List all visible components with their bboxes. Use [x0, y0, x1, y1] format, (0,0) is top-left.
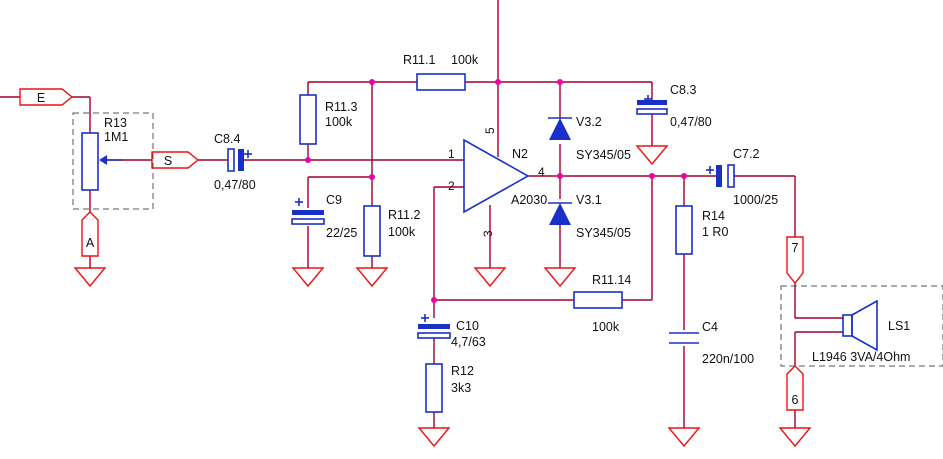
n2-pin4: 4	[538, 165, 545, 179]
c9-ref: C9	[326, 193, 342, 207]
r112-value: 100k	[388, 225, 416, 239]
r14-value: 1 R0	[702, 225, 728, 239]
junctions	[305, 79, 687, 303]
c72-value: 1000/25	[733, 193, 778, 207]
r113-value: 100k	[325, 115, 353, 129]
resistor-r12: R12 3k3	[425, 363, 474, 413]
potentiometer-r13: R13 1M1	[72, 112, 154, 210]
connector-e-label: E	[37, 91, 45, 105]
c9-value: 22/25	[326, 226, 357, 240]
resistor-r1114: R11.14 100k	[573, 273, 631, 334]
resistor-r111: R11.1 100k	[403, 53, 479, 91]
c84-ref: C8.4	[214, 132, 240, 146]
r14-ref: R14	[702, 209, 725, 223]
n2-pin5: 5	[483, 127, 497, 134]
n2-value: A2030	[511, 193, 547, 207]
c72-ref: C7.2	[733, 147, 759, 161]
speaker-ls1: LS1 L1946 3VA/4Ohm	[780, 285, 943, 367]
connector-e: E	[19, 88, 74, 106]
diode-v31: V3.1 SY345/05	[548, 193, 631, 240]
capacitor-c83: C8.3 0,47/80	[636, 83, 712, 129]
v31-value: SY345/05	[576, 226, 631, 240]
connector-s: S	[151, 151, 200, 169]
c4-value: 220n/100	[702, 352, 754, 366]
diode-v32: V3.2 SY345/05	[548, 115, 631, 162]
connector-7: 7	[786, 236, 804, 285]
c10-value: 4,7/63	[451, 335, 486, 349]
r111-value: 100k	[451, 53, 479, 67]
r12-value: 3k3	[451, 381, 471, 395]
connector-s-label: S	[164, 154, 172, 168]
resistor-r14: R14 1 R0	[675, 205, 728, 255]
n2-pin3: 3	[481, 230, 495, 237]
r1114-ref: R11.14	[592, 273, 631, 287]
ground-symbols	[73, 145, 812, 448]
connector-6: 6	[786, 365, 804, 411]
v32-value: SY345/05	[576, 148, 631, 162]
ls1-value: L1946 3VA/4Ohm	[812, 350, 910, 364]
r112-ref: R11.2	[388, 208, 420, 222]
r113-ref: R11.3	[325, 100, 357, 114]
capacitor-c10: C10 4,7/63	[417, 314, 486, 349]
connector-a-label: A	[86, 236, 95, 250]
capacitor-c9: C9 22/25	[291, 193, 357, 240]
r111-ref: R11.1	[403, 53, 435, 67]
v32-ref: V3.2	[576, 115, 602, 129]
r13-value: 1M1	[104, 130, 128, 144]
capacitor-c72: C7.2 1000/25	[706, 147, 778, 207]
opamp-n2: 1 2 3 4 5 N2 A2030	[448, 127, 547, 237]
c10-ref: C10	[456, 319, 479, 333]
v31-ref: V3.1	[576, 193, 602, 207]
capacitor-c84: C8.4 0,47/80	[214, 132, 256, 192]
n2-pin2: 2	[448, 179, 455, 193]
capacitor-c4: C4 220n/100	[669, 320, 754, 366]
r12-ref: R12	[451, 364, 474, 378]
connector-a: A	[81, 211, 99, 257]
c83-value: 0,47/80	[670, 115, 712, 129]
c4-ref: C4	[702, 320, 718, 334]
resistor-r112: R11.2 100k	[363, 205, 420, 257]
c83-ref: C8.3	[670, 83, 696, 97]
r1114-value: 100k	[592, 320, 620, 334]
n2-pin1: 1	[448, 147, 455, 161]
connector-6-label: 6	[792, 393, 799, 407]
connector-7-label: 7	[792, 241, 799, 255]
resistor-r113: R11.3 100k	[299, 94, 357, 145]
r13-ref: R13	[104, 116, 127, 130]
ls1-ref: LS1	[888, 319, 910, 333]
c84-value: 0,47/80	[214, 178, 256, 192]
n2-ref: N2	[512, 147, 528, 161]
